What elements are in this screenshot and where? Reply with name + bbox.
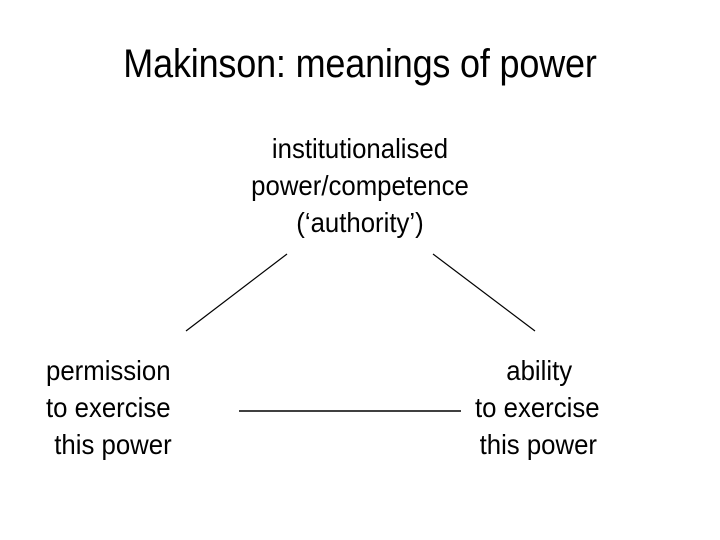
node-left-line-1: permission — [46, 355, 171, 386]
node-institutionalised-power: institutionalised power/competence (‘aut… — [170, 130, 550, 241]
page-title: Makinson: meanings of power — [123, 42, 597, 86]
node-right-line-1: ability — [506, 355, 573, 386]
connector-top-to-left — [185, 253, 288, 332]
connector-top-to-right — [432, 253, 536, 332]
node-right-line-3: this power — [479, 429, 598, 460]
node-ability-to-exercise: ability to exercise this power — [452, 352, 672, 463]
node-left-line-2: to exercise — [46, 392, 171, 423]
node-permission-to-exercise: permission to exercise this power — [46, 352, 256, 463]
node-top-line-3: (‘authority’) — [296, 207, 424, 238]
node-right-line-2: to exercise — [475, 392, 600, 423]
node-left-line-3: this power — [54, 429, 172, 460]
node-top-line-2: power/competence — [251, 170, 469, 201]
node-top-line-1: institutionalised — [271, 133, 449, 164]
